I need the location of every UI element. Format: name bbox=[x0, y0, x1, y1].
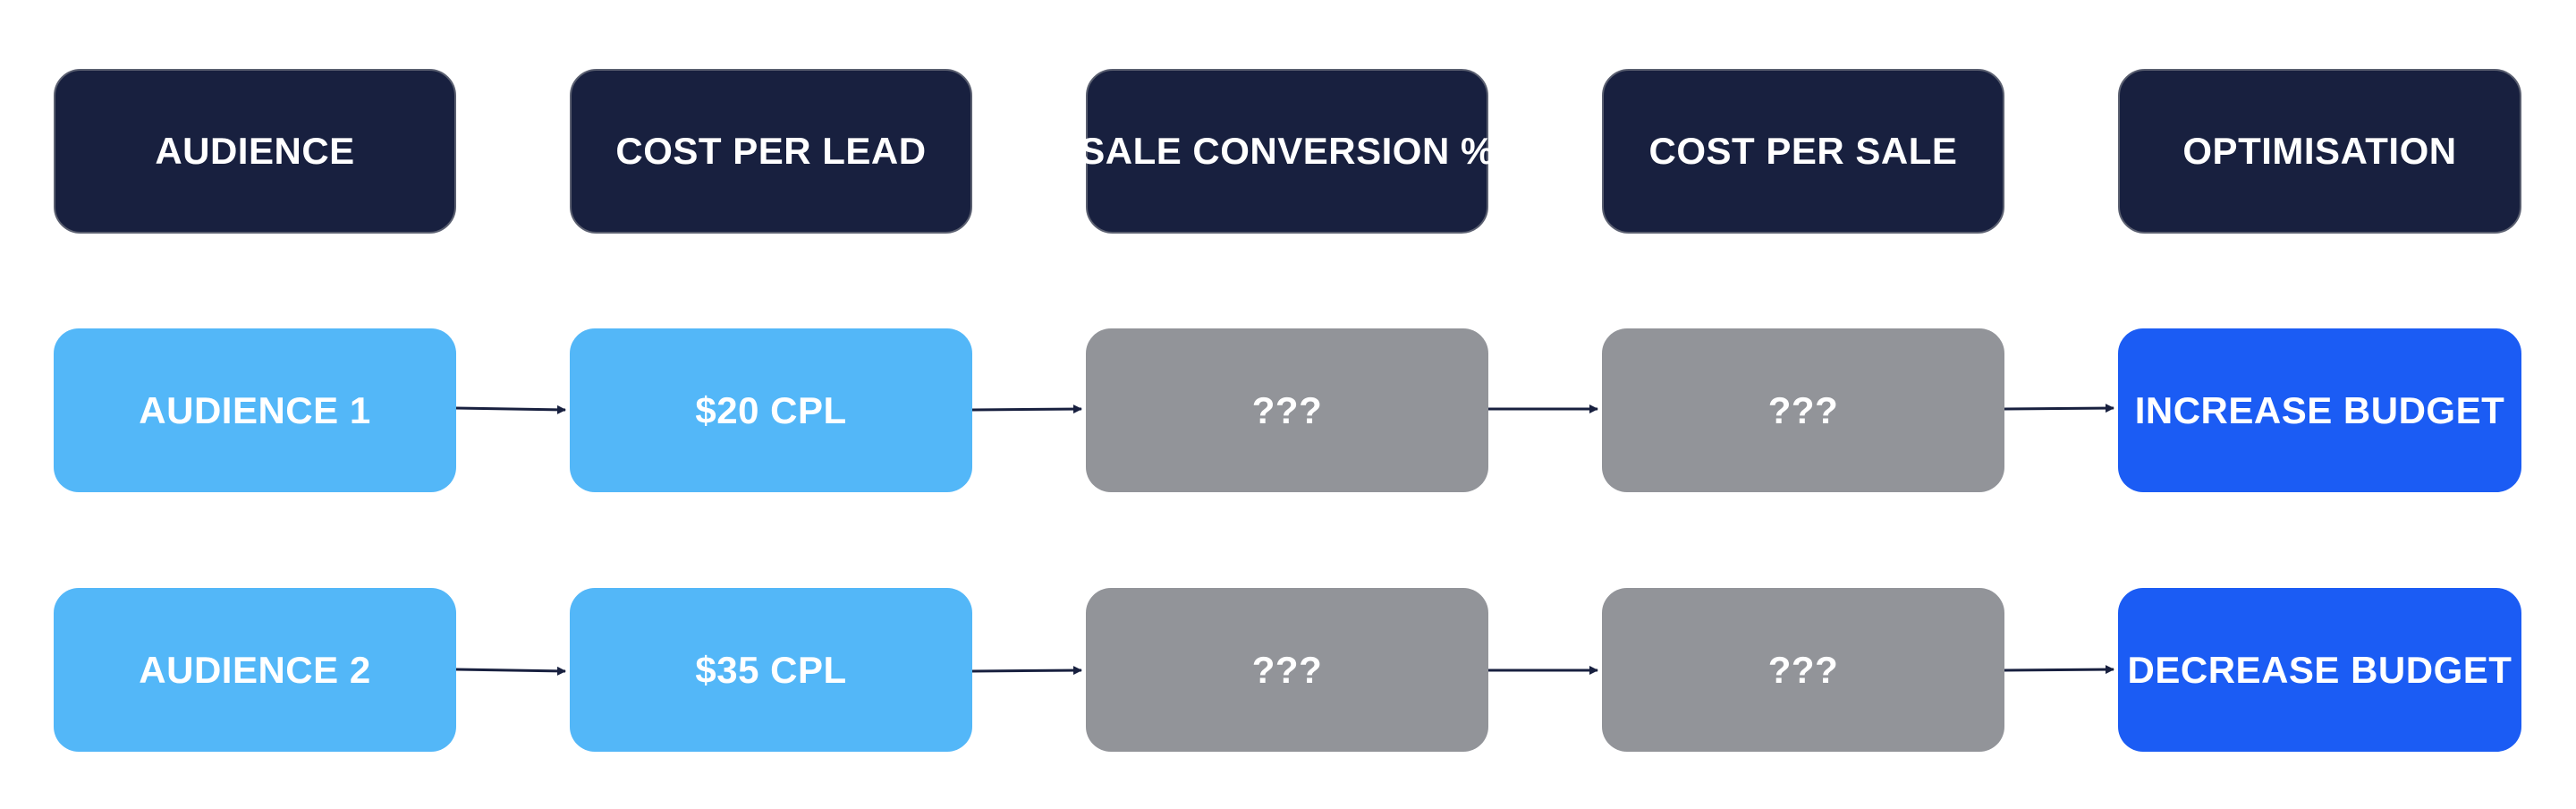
arrow-row1-cps-to-optimisation bbox=[2004, 404, 2114, 413]
row2-optimisation-box: DECREASE BUDGET bbox=[2118, 588, 2521, 752]
row2-cost-per-lead-box: $35 CPL bbox=[570, 588, 972, 752]
arrow-row2-cps-to-optimisation bbox=[2004, 665, 2114, 675]
arrow-row2-cpl-to-conversion bbox=[971, 666, 1082, 676]
arrow-row2-audience-to-cpl bbox=[455, 666, 566, 676]
row2-audience-box: AUDIENCE 2 bbox=[54, 588, 456, 752]
arrow-row1-audience-to-cpl bbox=[455, 404, 566, 414]
row1-cost-per-lead-box: $20 CPL bbox=[570, 328, 972, 492]
header-sale-conversion: SALE CONVERSION % bbox=[1080, 69, 1494, 234]
arrow-row1-cpl-to-conversion bbox=[971, 404, 1082, 414]
header-optimisation: OPTIMISATION bbox=[2118, 69, 2521, 234]
header-cost-per-lead: COST PER LEAD bbox=[570, 69, 972, 234]
row1-audience-box: AUDIENCE 1 bbox=[54, 328, 456, 492]
row1-sale-conversion-box: ??? bbox=[1086, 328, 1488, 492]
header-cost-per-sale: COST PER SALE bbox=[1602, 69, 2004, 234]
row1-cost-per-sale-box: ??? bbox=[1602, 328, 2004, 492]
header-audience: AUDIENCE bbox=[54, 69, 456, 234]
row2-cost-per-sale-box: ??? bbox=[1602, 588, 2004, 752]
row2-sale-conversion-box: ??? bbox=[1086, 588, 1488, 752]
row1-optimisation-box: INCREASE BUDGET bbox=[2118, 328, 2521, 492]
